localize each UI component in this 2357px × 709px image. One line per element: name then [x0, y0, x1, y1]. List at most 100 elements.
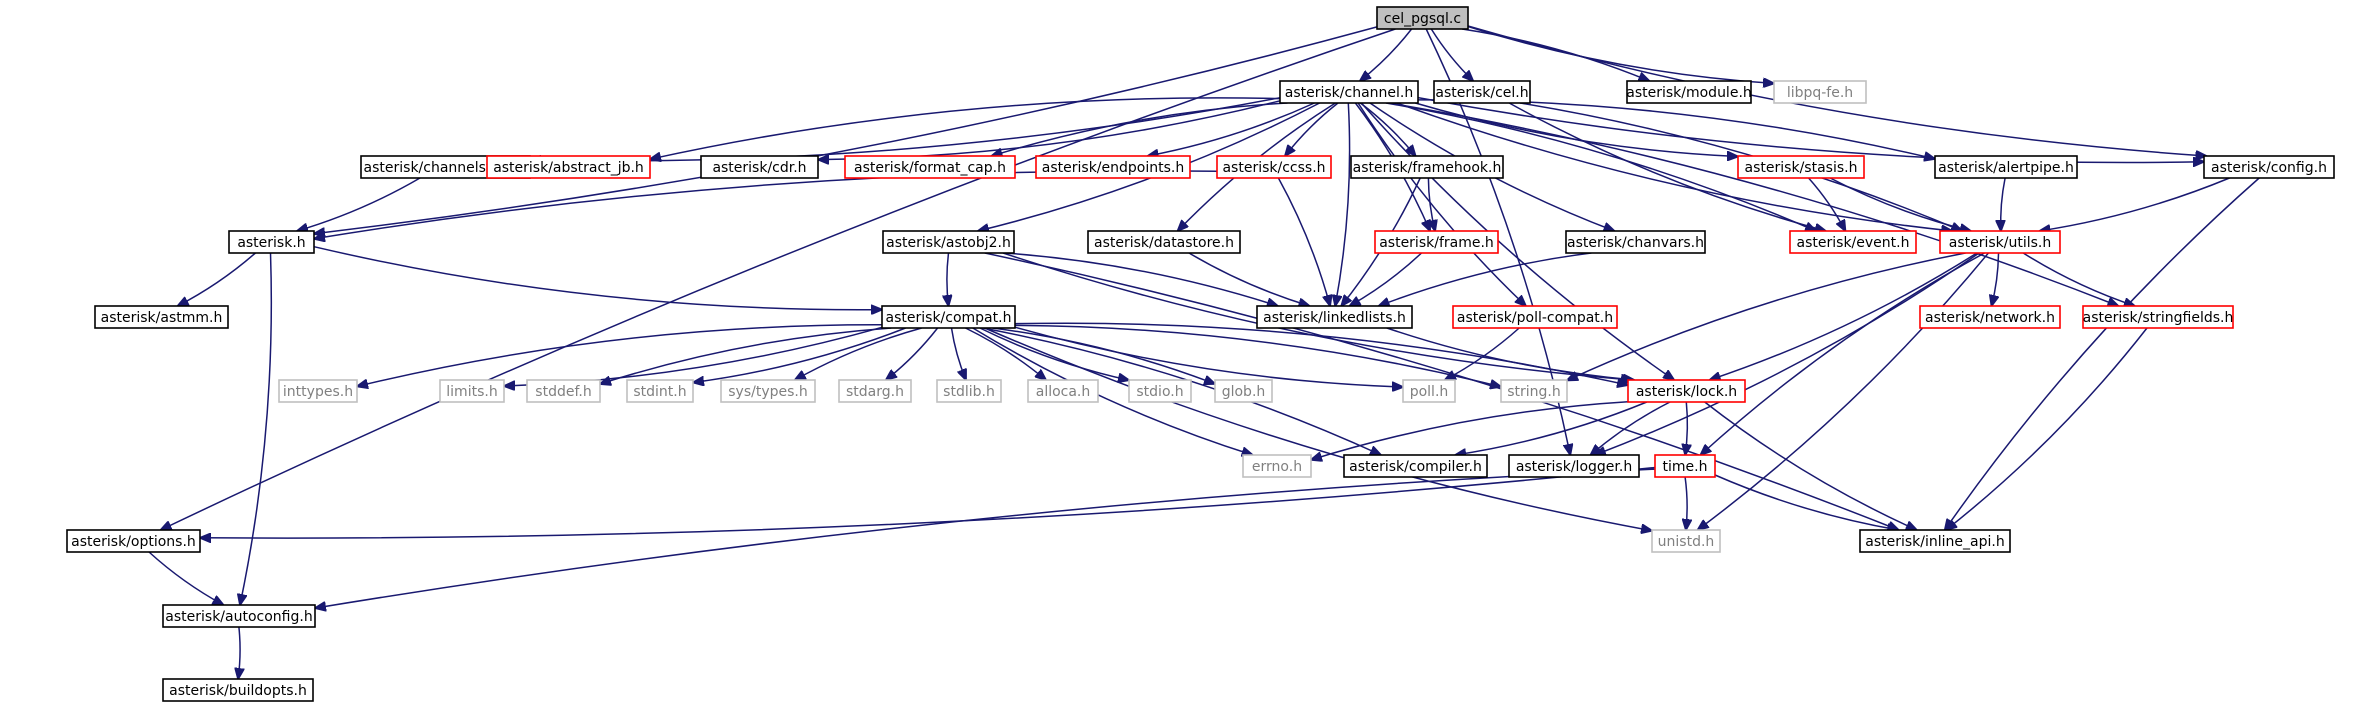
node-stdio[interactable]: stdio.h	[1128, 379, 1192, 403]
node-abstract-jb[interactable]: asterisk/abstract_jb.h	[486, 155, 651, 179]
node-compat[interactable]: asterisk/compat.h	[881, 305, 1016, 329]
node-lock[interactable]: asterisk/lock.h	[1627, 379, 1746, 403]
node-endpoints[interactable]: asterisk/endpoints.h	[1035, 155, 1191, 179]
node-label: unistd.h	[1658, 534, 1715, 550]
node-event[interactable]: asterisk/event.h	[1789, 230, 1917, 254]
node-label: asterisk/framehook.h	[1353, 160, 1502, 176]
node-format-cap[interactable]: asterisk/format_cap.h	[844, 155, 1016, 179]
node-buildopts[interactable]: asterisk/buildopts.h	[162, 678, 314, 702]
node-box	[1626, 80, 1752, 104]
node-unistd[interactable]: unistd.h	[1651, 529, 1721, 553]
node-framehook[interactable]: asterisk/framehook.h	[1350, 155, 1504, 179]
edge-stringfields-to-inline_api	[1946, 327, 2148, 530]
node-string[interactable]: string.h	[1500, 379, 1568, 403]
node-compiler[interactable]: asterisk/compiler.h	[1343, 454, 1488, 478]
edge-channelstate-to-asterisk	[297, 177, 421, 231]
node-label: asterisk/format_cap.h	[854, 160, 1006, 176]
node-astobj2[interactable]: asterisk/astobj2.h	[882, 230, 1015, 254]
edge-utils-to-unistd	[1698, 252, 1989, 530]
node-module[interactable]: asterisk/module.h	[1626, 80, 1752, 104]
node-label: asterisk/chanvars.h	[1567, 235, 1704, 251]
node-inttypes[interactable]: inttypes.h	[278, 379, 358, 403]
node-box	[1500, 379, 1568, 403]
node-label: asterisk/ccss.h	[1222, 160, 1325, 176]
node-astmm[interactable]: asterisk/astmm.h	[94, 305, 229, 329]
edge-chanvars-to-linkedlists	[1379, 252, 1592, 306]
node-label: asterisk/stasis.h	[1745, 160, 1858, 176]
node-options[interactable]: asterisk/options.h	[66, 529, 201, 553]
node-stringfields[interactable]: asterisk/stringfields.h	[2082, 305, 2234, 329]
node-box	[1565, 230, 1706, 254]
node-asterisk[interactable]: asterisk.h	[228, 230, 315, 254]
node-poll[interactable]: poll.h	[1402, 379, 1456, 403]
edge-channel-to-event	[1385, 102, 1816, 231]
edge-ccss-to-linkedlists	[1277, 177, 1330, 306]
node-libpq[interactable]: libpq-fe.h	[1773, 80, 1867, 104]
node-limits[interactable]: limits.h	[439, 379, 505, 403]
node-poll-compat[interactable]: asterisk/poll-compat.h	[1452, 305, 1618, 329]
edge-astobj2-to-compat	[947, 252, 949, 306]
edge-compat-to-inttypes	[357, 324, 883, 387]
edge-lock-to-errno	[1311, 400, 1629, 460]
edge-asterisk-to-compat	[313, 245, 882, 310]
edge-frame-to-linkedlists	[1350, 252, 1423, 306]
node-cel[interactable]: asterisk/cel.h	[1433, 80, 1531, 104]
node-box	[1242, 454, 1312, 478]
node-linkedlists[interactable]: asterisk/linkedlists.h	[1256, 305, 1413, 329]
node-glob[interactable]: glob.h	[1214, 379, 1273, 403]
edge-config-to-utils	[2040, 177, 2230, 231]
node-stddef[interactable]: stddef.h	[526, 379, 601, 403]
node-autoconfig[interactable]: asterisk/autoconfig.h	[162, 604, 316, 628]
edge-time-to-autoconfig	[315, 468, 1656, 608]
node-box	[1374, 230, 1499, 254]
node-datastore[interactable]: asterisk/datastore.h	[1087, 230, 1241, 254]
edge-compat-to-stddef	[600, 327, 892, 384]
node-utils[interactable]: asterisk/utils.h	[1939, 230, 2061, 254]
node-errno[interactable]: errno.h	[1242, 454, 1312, 478]
node-alloca[interactable]: alloca.h	[1027, 379, 1099, 403]
node-systypes[interactable]: sys/types.h	[720, 379, 816, 403]
node-label: asterisk/event.h	[1797, 235, 1910, 251]
node-box	[1651, 529, 1721, 553]
edge-cel_pgsql-to-cel	[1430, 28, 1473, 81]
edge-config-to-inline_api	[1945, 177, 2260, 530]
node-channel[interactable]: asterisk/channel.h	[1279, 80, 1419, 104]
node-box	[1654, 454, 1716, 478]
nodes-layer: cel_pgsql.c asterisk/channel.h asterisk/ce…	[66, 6, 2335, 702]
node-label: stdint.h	[633, 384, 686, 400]
node-box	[1627, 379, 1746, 403]
edge-compat-to-string	[1014, 324, 1501, 386]
edge-stasis-to-event	[1808, 177, 1846, 231]
edge-channel-to-endpoints	[1148, 102, 1315, 156]
node-chanvars[interactable]: asterisk/chanvars.h	[1565, 230, 1706, 254]
edge-utils-to-string	[1567, 252, 1966, 380]
node-ccss[interactable]: asterisk/ccss.h	[1216, 155, 1332, 179]
edge-compat-to-stdint	[693, 327, 906, 383]
node-inline-api[interactable]: asterisk/inline_api.h	[1859, 529, 2011, 553]
node-cdr[interactable]: asterisk/cdr.h	[700, 155, 819, 179]
node-stasis[interactable]: asterisk/stasis.h	[1737, 155, 1865, 179]
node-label: libpq-fe.h	[1787, 85, 1853, 101]
node-label: cel_pgsql.c	[1384, 11, 1461, 27]
node-stdlib[interactable]: stdlib.h	[936, 379, 1002, 403]
edge-lock-to-compiler	[1455, 401, 1648, 455]
node-cel-pgsql[interactable]: cel_pgsql.c	[1376, 6, 1469, 30]
edge-asterisk-to-astmm	[178, 252, 256, 306]
node-label: asterisk/linkedlists.h	[1263, 310, 1406, 326]
node-config[interactable]: asterisk/config.h	[2203, 155, 2335, 179]
node-label: asterisk/poll-compat.h	[1457, 310, 1613, 326]
edge-compat-to-lock	[1014, 322, 1628, 385]
edge-options-to-autoconfig	[148, 551, 224, 605]
edge-lock-to-inline_api	[1704, 401, 1917, 530]
node-box	[1789, 230, 1917, 254]
node-time[interactable]: time.h	[1654, 454, 1716, 478]
node-logger[interactable]: asterisk/logger.h	[1508, 454, 1640, 478]
node-box	[1128, 379, 1192, 403]
node-box	[626, 379, 694, 403]
node-alertpipe[interactable]: asterisk/alertpipe.h	[1934, 155, 2078, 179]
node-frame[interactable]: asterisk/frame.h	[1374, 230, 1499, 254]
node-stdint[interactable]: stdint.h	[626, 379, 694, 403]
edge-framehook-to-frame	[1428, 177, 1435, 231]
node-network[interactable]: asterisk/network.h	[1919, 305, 2061, 329]
node-stdarg[interactable]: stdarg.h	[838, 379, 912, 403]
